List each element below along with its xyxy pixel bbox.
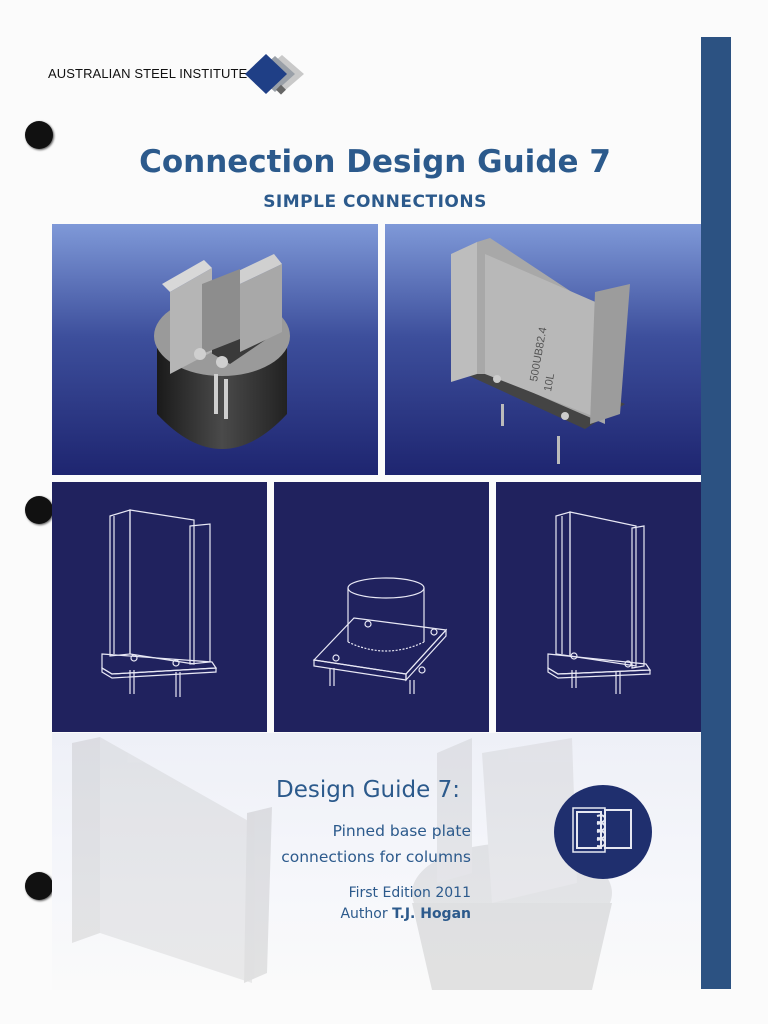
page-subtitle: SIMPLE CONNECTIONS [263, 192, 487, 212]
faded-background-illustration [72, 737, 612, 990]
section-stamp-text: 10L [542, 372, 557, 392]
column-on-pier-illustration [154, 254, 290, 449]
universal-beam-column-illustration: 500UB82.4 10L [451, 238, 630, 464]
panel-drawing-ub [52, 482, 267, 732]
punch-hole [25, 872, 53, 900]
panel-drawing-chs [274, 482, 489, 732]
book-binder-icon [554, 785, 652, 879]
edition-text: First Edition 2011 [348, 885, 471, 901]
organization-name: AUSTRALIAN STEEL INSTITUTE [48, 66, 248, 81]
panel-column-base: 500UB82.4 10L [385, 224, 701, 475]
asi-diamond-logo-icon [245, 54, 304, 95]
guide-info-section [52, 733, 701, 990]
punch-hole [25, 121, 53, 149]
author-line: Author T.J. Hogan [250, 906, 471, 922]
line-drawing-ub-column [101, 509, 218, 697]
line-drawing-ub-column-2 [547, 511, 652, 694]
author-label: Author [340, 906, 388, 922]
side-color-bar [701, 37, 731, 989]
author-name: T.J. Hogan [392, 906, 471, 922]
guide-topic-line-1: Pinned base plate [332, 822, 471, 840]
page-title: Connection Design Guide 7 [139, 144, 611, 180]
guide-topic-line-2: connections for columns [281, 848, 471, 866]
guide-heading: Design Guide 7: [276, 777, 460, 803]
punch-hole [25, 496, 53, 524]
line-drawing-chs-column [312, 577, 448, 694]
panel-pier-base [52, 224, 378, 475]
panel-drawing-ub-2 [496, 482, 701, 732]
